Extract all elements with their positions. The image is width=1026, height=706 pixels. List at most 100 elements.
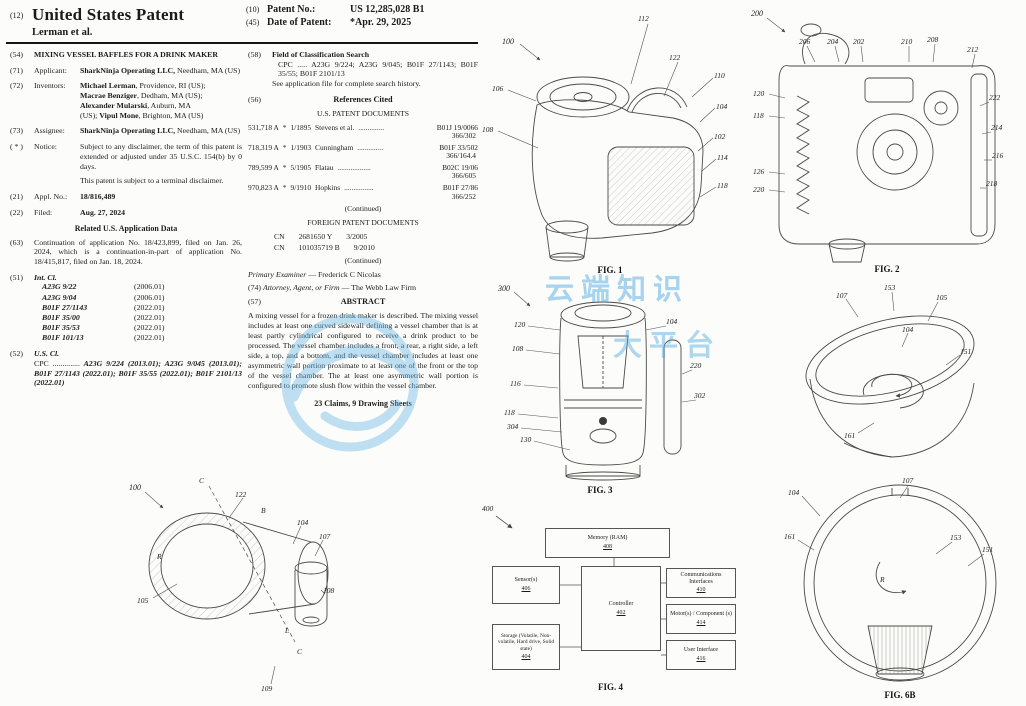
appl-no-value: 18/816,489	[80, 192, 116, 202]
ref-numeral: 130	[520, 435, 532, 444]
field-num: (21)	[10, 192, 23, 202]
notice-label: Notice:	[34, 142, 57, 152]
ref-numeral: 109	[261, 684, 273, 693]
block-memory: Memory (RAM) 408	[545, 528, 670, 558]
ref-numeral: 108	[512, 344, 524, 353]
figure-1-drink-maker: 100 112 122 110 104 102 114 118 106 108 …	[482, 14, 728, 275]
ref-numeral: 105	[936, 293, 948, 302]
field-of-search-label: Field of Classification Search	[272, 50, 370, 59]
fig3-leader-lines	[513, 291, 697, 451]
block-num: 408	[603, 544, 612, 550]
block-user-interface: User Interface 416	[666, 640, 736, 670]
block-title: Memory (RAM)	[587, 535, 628, 542]
int-cl-label: Int. Cl.	[34, 272, 57, 282]
inventors-list: Michael Lerman, Providence, RI (US); Mac…	[80, 81, 242, 120]
figure-caption: FIG. 6B	[884, 690, 915, 700]
field-num: (22)	[10, 207, 23, 217]
int-cl-row: B01F 35/00(2022.01)	[42, 312, 165, 322]
fig2-ref-numerals: 200 206 204 202 210 208 212 120 118 126 …	[751, 9, 1004, 194]
figure-caption: FIG. 4	[597, 682, 623, 692]
references-column: (58) Field of Classification Search CPC …	[248, 50, 478, 408]
block-num: 416	[696, 656, 706, 662]
field-num: (63)	[10, 237, 23, 247]
block-motors: Motor(s) / Component (s) 414	[666, 604, 736, 634]
ref-numeral: 302	[693, 391, 706, 400]
fig2-outline	[778, 23, 996, 263]
block-title: User Interface	[683, 647, 719, 654]
ref-numeral: 216	[992, 151, 1004, 160]
inventors-label: Inventors:	[34, 81, 66, 91]
int-cl-row: B01F 35/53(2022.01)	[42, 322, 165, 332]
fig6b-ref-numerals: 104 107 153 161 151 R	[784, 476, 993, 584]
ref-numeral: 118	[753, 111, 764, 120]
applicant-label: Applicant:	[34, 65, 67, 75]
abstract-heading: ABSTRACT	[340, 296, 386, 306]
continued-note: (Continued)	[344, 255, 382, 265]
ref-numeral: 104	[902, 325, 914, 334]
fig5-leader-lines	[144, 491, 326, 685]
ref-numeral: 202	[853, 37, 865, 46]
section-letter: C	[297, 647, 303, 656]
us-patent-documents-heading: U.S. PATENT DOCUMENTS	[317, 108, 409, 118]
field-num: ( * )	[10, 142, 23, 152]
field-57-abstract: (57) ABSTRACT	[248, 297, 478, 306]
section-letter: R	[156, 552, 162, 561]
ref-numeral: 153	[884, 283, 896, 292]
block-num: 402	[616, 609, 626, 616]
header: (12) United States Patent Lerman et al.	[10, 5, 478, 43]
ref-numeral: 200	[751, 9, 763, 18]
block-title: Controller	[608, 600, 634, 607]
ref-numeral: 153	[950, 533, 962, 542]
fig6a-ref-numerals: 107 153 105 104 151 161	[836, 283, 971, 440]
block-num: 404	[521, 653, 531, 660]
appl-no-label: Appl. No.:	[34, 192, 68, 202]
field-73-assignee: (73) Assignee: SharkNinja Operating LLC,…	[10, 126, 242, 136]
attorney-agent-firm: (74) Attorney, Agent, or Firm — The Webb…	[248, 282, 417, 292]
ref-numeral: 116	[510, 379, 521, 388]
date-of-patent: *Apr. 29, 2025	[350, 17, 412, 28]
rotation-label: R	[879, 575, 885, 584]
ref-numeral: 161	[844, 431, 855, 440]
ref-numeral: 104	[788, 488, 800, 497]
block-storage: Storage (Volatile, Non-volatile, Hard dr…	[492, 624, 560, 670]
ref-numeral: 102	[714, 132, 726, 141]
ref-numeral: 100	[129, 483, 141, 492]
section-letter: L	[284, 626, 289, 635]
ref-numeral: 204	[827, 37, 839, 46]
figure-caption: FIG. 2	[874, 264, 900, 274]
assignee-label: Assignee:	[34, 126, 65, 136]
primary-examiner: Primary Examiner — Frederick C Nicolas	[248, 269, 381, 279]
field-code-10: (10)	[246, 5, 260, 14]
inventor-line: Alexander Mularski, Auburn, MA	[80, 100, 191, 110]
foreign-patent-documents-heading: FOREIGN PATENT DOCUMENTS	[307, 218, 419, 228]
ref-numeral: 107	[836, 291, 848, 300]
ref-numeral: 151	[960, 347, 971, 356]
ref-numeral: 104	[297, 518, 309, 527]
block-title: Communications Interfaces	[680, 571, 722, 585]
block-num: 410	[696, 587, 706, 594]
ref-numeral: 210	[901, 37, 913, 46]
ref-numeral: 214	[991, 123, 1003, 132]
ref-numeral: 122	[235, 490, 247, 499]
field-num: (52)	[10, 349, 23, 359]
field-code-45: (45)	[246, 18, 260, 27]
ref-numeral: 206	[799, 37, 811, 46]
filed-value: Aug. 27, 2024	[80, 207, 126, 217]
figure-6a-vessel-perspective: 107 153 105 104 151 161	[805, 283, 975, 458]
figure-3-front-view: 300 120 108 116 118 304 130 104 220 302 …	[497, 284, 706, 495]
applicant-value: SharkNinja Operating LLC, Needham, MA (U…	[80, 65, 241, 75]
ref-numeral: 161	[784, 532, 795, 541]
field-71-applicant: (71) Applicant: SharkNinja Operating LLC…	[10, 66, 242, 76]
ref-numeral: 208	[927, 35, 939, 44]
ref-numeral: 108	[482, 125, 494, 134]
field-num: (57)	[248, 296, 261, 306]
block-controller: Controller 402	[581, 566, 661, 651]
continued-note: (Continued)	[344, 204, 382, 214]
ref-numeral: 120	[514, 320, 526, 329]
block-title: Motor(s) / Component (s)	[670, 611, 732, 618]
block-sensors: Sensor(s) 406	[492, 566, 560, 604]
ref-numeral: 118	[504, 408, 515, 417]
int-cl-row: A23G 9/22(2006.01)	[42, 282, 165, 292]
